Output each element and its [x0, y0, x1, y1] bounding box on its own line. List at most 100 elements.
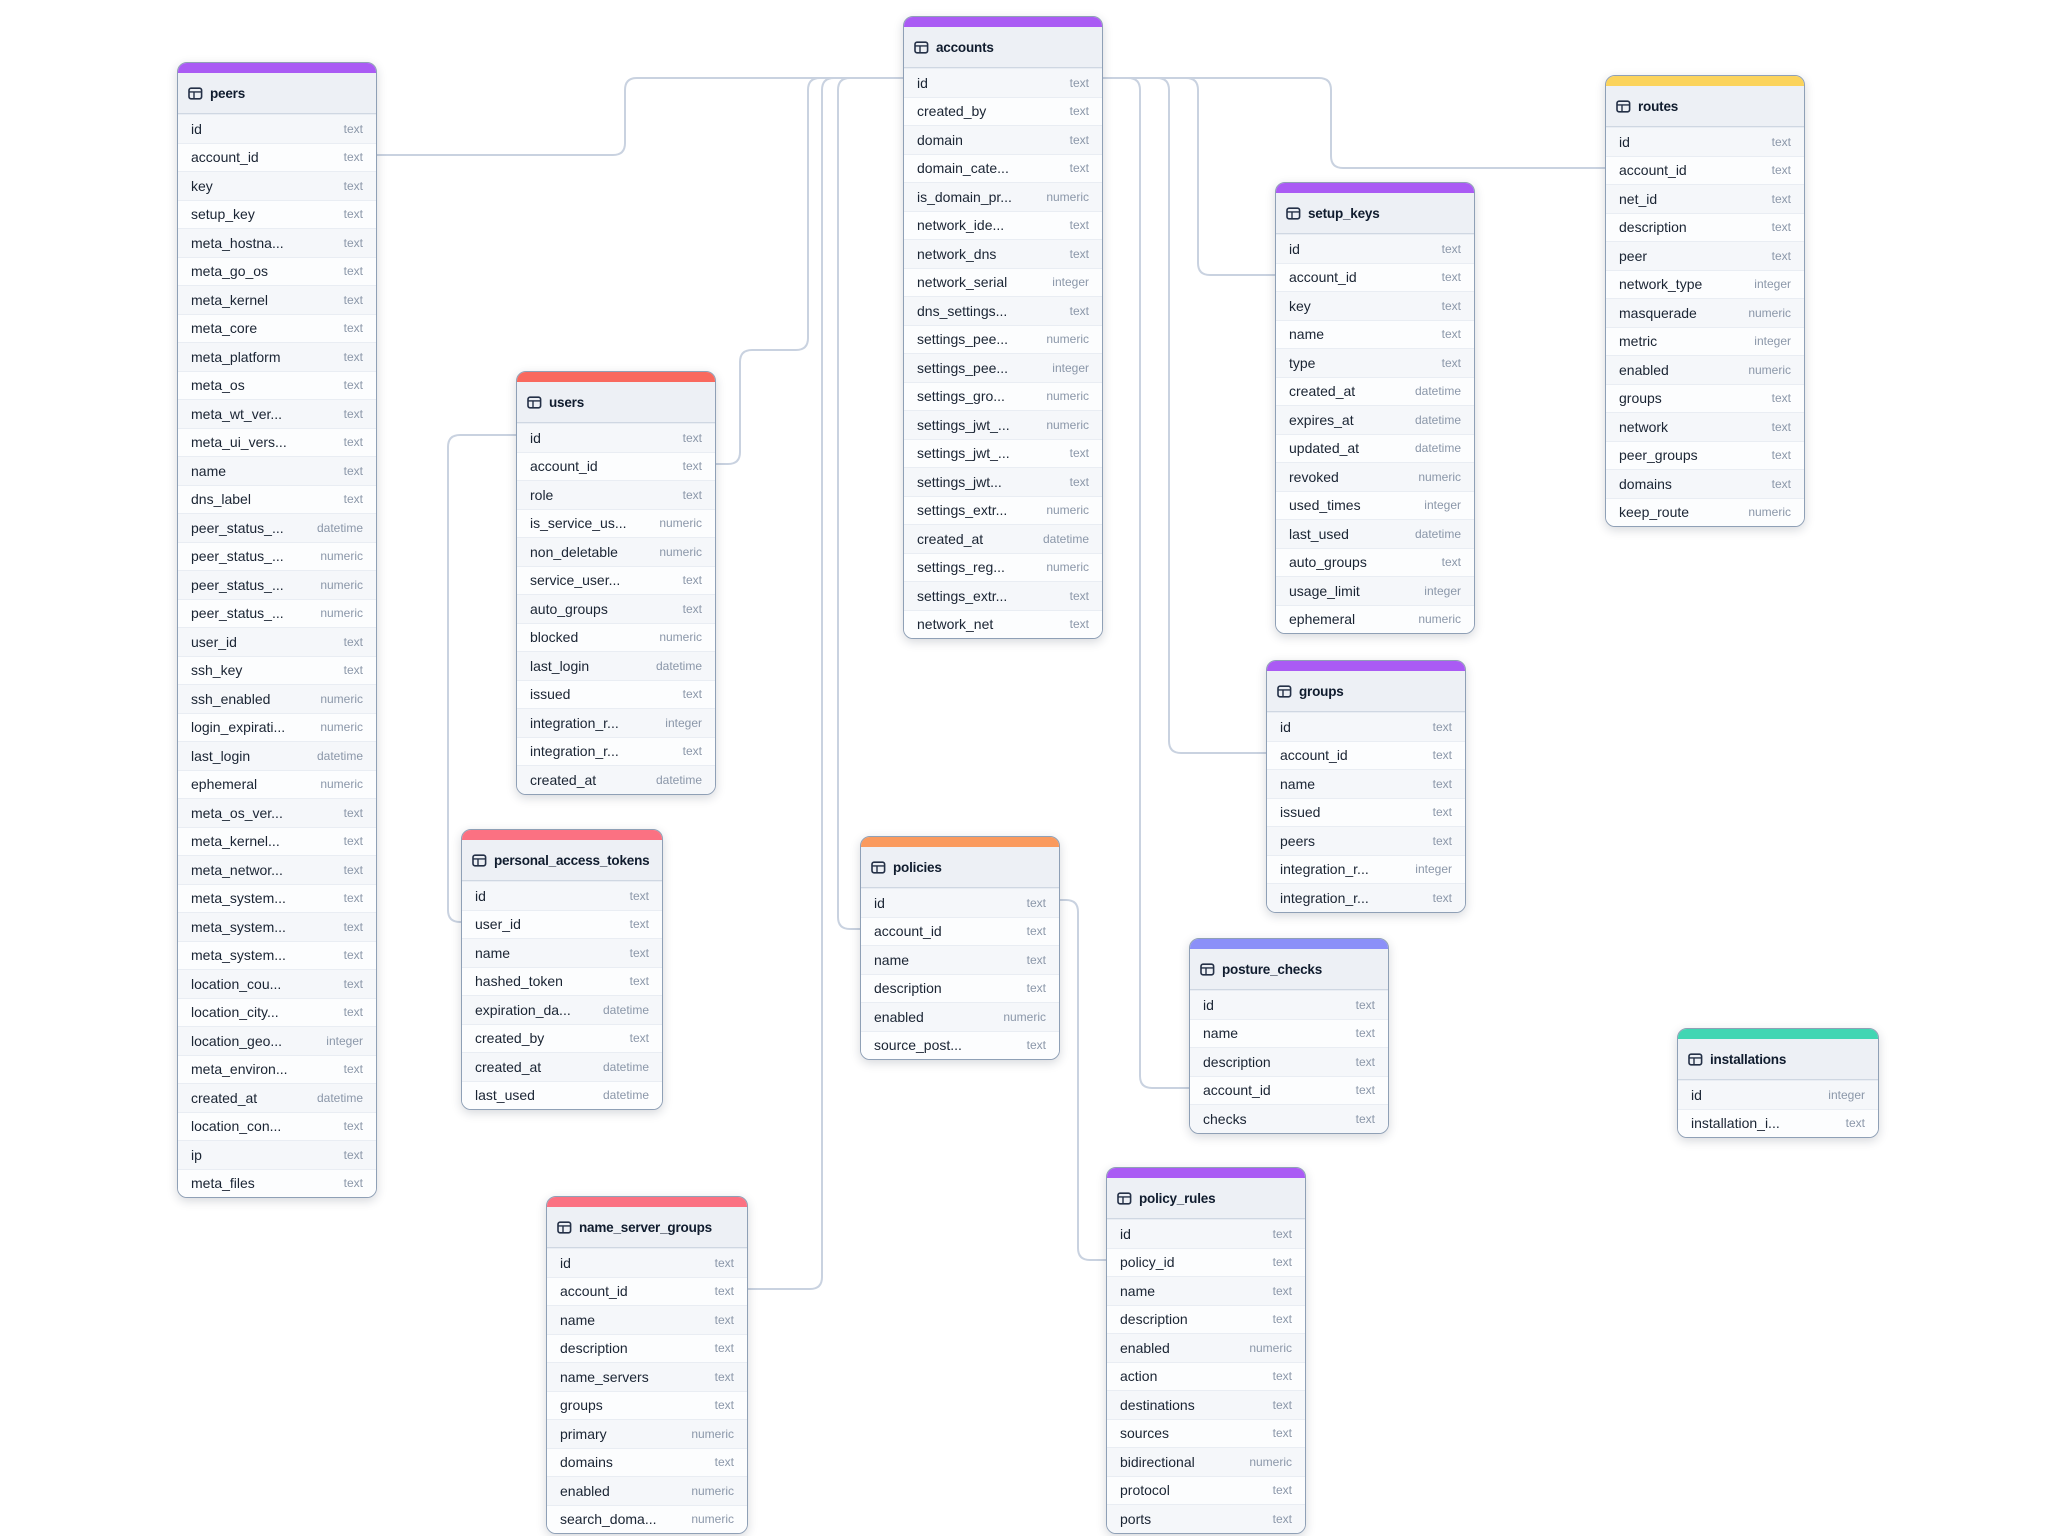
- table-title: name_server_groups: [579, 1219, 712, 1235]
- table-header[interactable]: installations: [1678, 1039, 1878, 1080]
- field-type: text: [1272, 1255, 1292, 1270]
- field-name: groups: [1619, 390, 1662, 407]
- field-name: masquerade: [1619, 304, 1697, 321]
- field-row: location_con...text: [178, 1111, 376, 1140]
- field-type: text: [682, 430, 702, 445]
- field-type: text: [1771, 191, 1791, 206]
- field-name: integration_r...: [530, 743, 619, 760]
- field-name: name: [1280, 775, 1316, 792]
- field-type: text: [1026, 895, 1046, 910]
- field-type: numeric: [1003, 1009, 1046, 1024]
- field-name: non_deletable: [530, 543, 618, 560]
- field-name: meta_wt_ver...: [191, 405, 283, 422]
- field-name: meta_ui_vers...: [191, 434, 287, 451]
- table-header[interactable]: name_server_groups: [547, 1207, 747, 1248]
- field-type: text: [343, 207, 363, 222]
- table-accent-bar: [1107, 1168, 1305, 1178]
- field-row: meta_kernel...text: [178, 826, 376, 855]
- field-name: policy_id: [1120, 1254, 1175, 1271]
- table-header[interactable]: users: [517, 382, 715, 423]
- field-name: name_servers: [560, 1368, 649, 1385]
- table-header[interactable]: accounts: [904, 27, 1102, 68]
- table-header[interactable]: groups: [1267, 671, 1465, 712]
- field-type: text: [629, 974, 649, 989]
- field-type: numeric: [1046, 560, 1089, 575]
- table-header[interactable]: peers: [178, 73, 376, 114]
- field-type: text: [682, 487, 702, 502]
- table-header[interactable]: routes: [1606, 86, 1804, 127]
- field-name: sources: [1120, 1425, 1170, 1442]
- field-name: settings_gro...: [917, 388, 1005, 405]
- table-header[interactable]: policy_rules: [1107, 1178, 1305, 1219]
- field-type: numeric: [659, 630, 702, 645]
- field-type: text: [1069, 588, 1089, 603]
- field-name: user_id: [191, 633, 237, 650]
- field-name: account_id: [874, 923, 942, 940]
- table-header[interactable]: posture_checks: [1190, 949, 1388, 990]
- table-title: accounts: [936, 39, 994, 55]
- field-name: peer_status_...: [191, 548, 284, 565]
- table-accent-bar: [861, 837, 1059, 847]
- field-name: meta_environ...: [191, 1061, 288, 1078]
- field-type: numeric: [320, 549, 363, 564]
- field-type: text: [343, 150, 363, 165]
- field-type: numeric: [1418, 612, 1461, 627]
- field-name: name: [560, 1311, 596, 1328]
- field-name: created_at: [1289, 383, 1356, 400]
- field-type: datetime: [316, 748, 363, 763]
- field-type: text: [1432, 805, 1452, 820]
- table-title: peers: [210, 85, 246, 101]
- field-name: account_id: [560, 1283, 628, 1300]
- field-type: text: [1771, 220, 1791, 235]
- field-type: integer: [326, 1033, 363, 1048]
- field-type: text: [343, 321, 363, 336]
- field-type: text: [343, 1062, 363, 1077]
- table-header[interactable]: personal_access_tokens: [462, 840, 662, 881]
- table-header[interactable]: setup_keys: [1276, 193, 1474, 234]
- table-accent-bar: [1190, 939, 1388, 949]
- field-row: login_expirati...numeric: [178, 712, 376, 741]
- field-name: integration_r...: [1280, 861, 1369, 878]
- field-row: settings_gro...numeric: [904, 381, 1102, 410]
- field-type: text: [629, 888, 649, 903]
- field-name: description: [1203, 1053, 1271, 1070]
- field-name: integration_r...: [1280, 889, 1369, 906]
- field-row: integration_r...text: [1267, 883, 1465, 912]
- field-type: text: [1441, 355, 1461, 370]
- field-type: numeric: [320, 720, 363, 735]
- field-type: text: [343, 235, 363, 250]
- connection-line: [1102, 77, 1267, 754]
- field-type: datetime: [602, 1059, 649, 1074]
- table-header[interactable]: policies: [861, 847, 1059, 888]
- field-type: text: [343, 463, 363, 478]
- field-name: checks: [1203, 1110, 1247, 1127]
- table-accent-bar: [1267, 661, 1465, 671]
